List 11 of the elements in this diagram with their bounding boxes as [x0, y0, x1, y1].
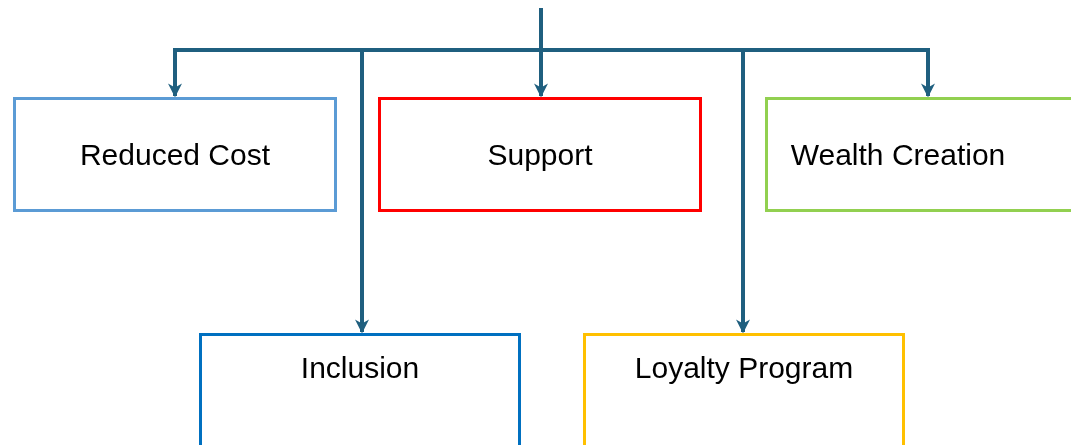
- process-box: [765, 97, 1071, 212]
- arrow: [539, 8, 750, 334]
- box-label: Wealth Creation: [790, 137, 1006, 172]
- process-box: [378, 97, 702, 212]
- process-box: [199, 333, 521, 445]
- box-label: Reduced Cost: [79, 137, 271, 172]
- box-label: Loyalty Program: [634, 351, 854, 385]
- box-label: Support: [487, 137, 593, 172]
- process-box: [583, 333, 905, 445]
- box-label: Inclusion: [300, 351, 420, 385]
- process-box: [13, 97, 337, 212]
